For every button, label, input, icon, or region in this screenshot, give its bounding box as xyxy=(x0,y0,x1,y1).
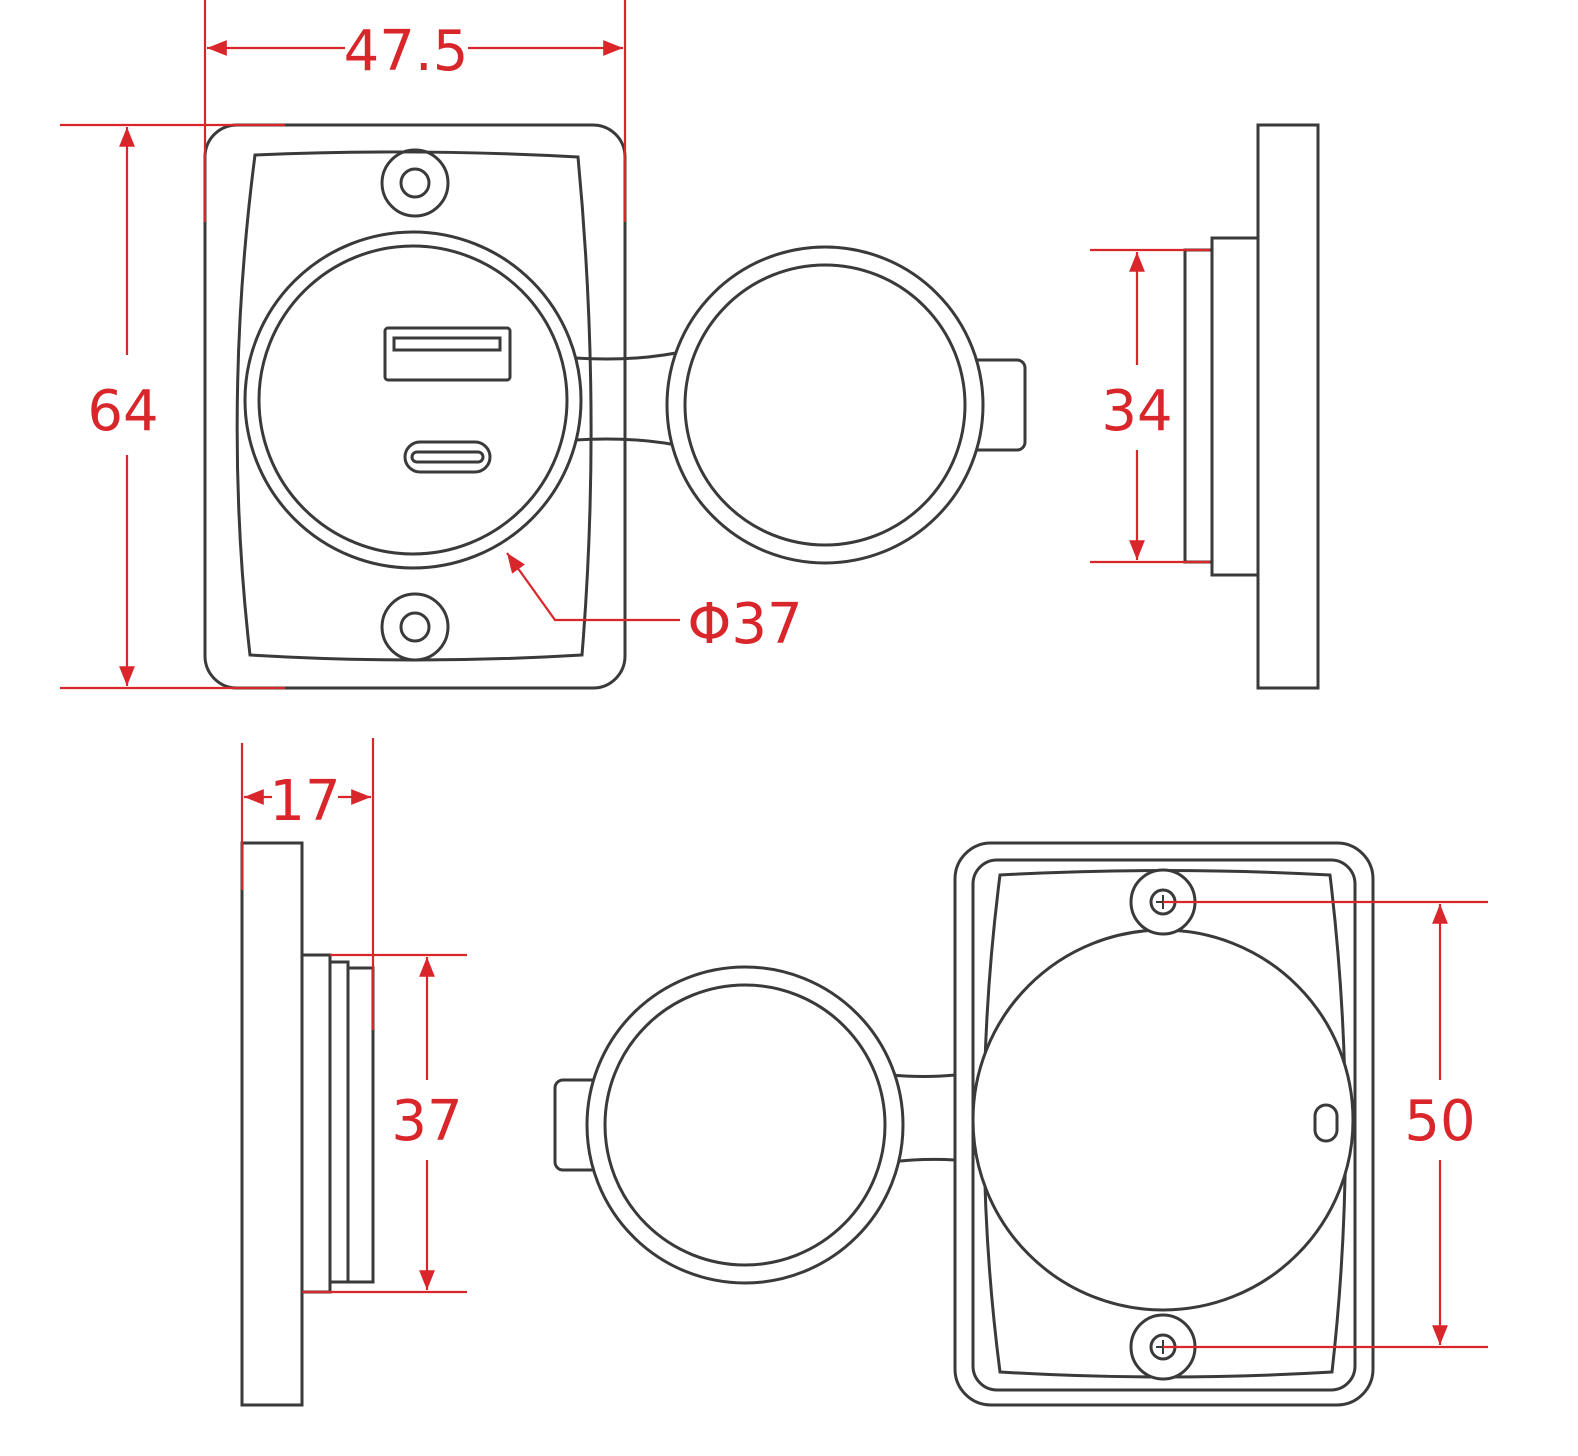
dimension-depth: 17 xyxy=(240,738,375,1030)
usb-a-port xyxy=(383,326,512,382)
dimension-screw-spacing: 50 xyxy=(1163,900,1488,1349)
front-view xyxy=(203,123,1027,690)
diameter-label: Φ37 xyxy=(687,592,802,657)
flange-label: 34 xyxy=(1101,379,1172,444)
depth-label: 17 xyxy=(269,769,340,834)
side-view-right xyxy=(1183,123,1320,690)
dimension-diameter: Φ37 xyxy=(506,552,803,657)
usb-c-port xyxy=(403,440,492,474)
dimension-height: 64 xyxy=(60,123,285,690)
side-view-left xyxy=(240,841,375,1407)
width-label: 47.5 xyxy=(344,19,469,84)
screw-spacing-label: 50 xyxy=(1404,1089,1475,1154)
dimension-width: 47.5 xyxy=(203,0,627,222)
height-label: 64 xyxy=(87,379,158,444)
dimension-flange: 34 xyxy=(1090,248,1210,564)
dimension-body: 37 xyxy=(302,953,467,1294)
back-view xyxy=(553,841,1375,1407)
body-label: 37 xyxy=(391,1089,462,1154)
